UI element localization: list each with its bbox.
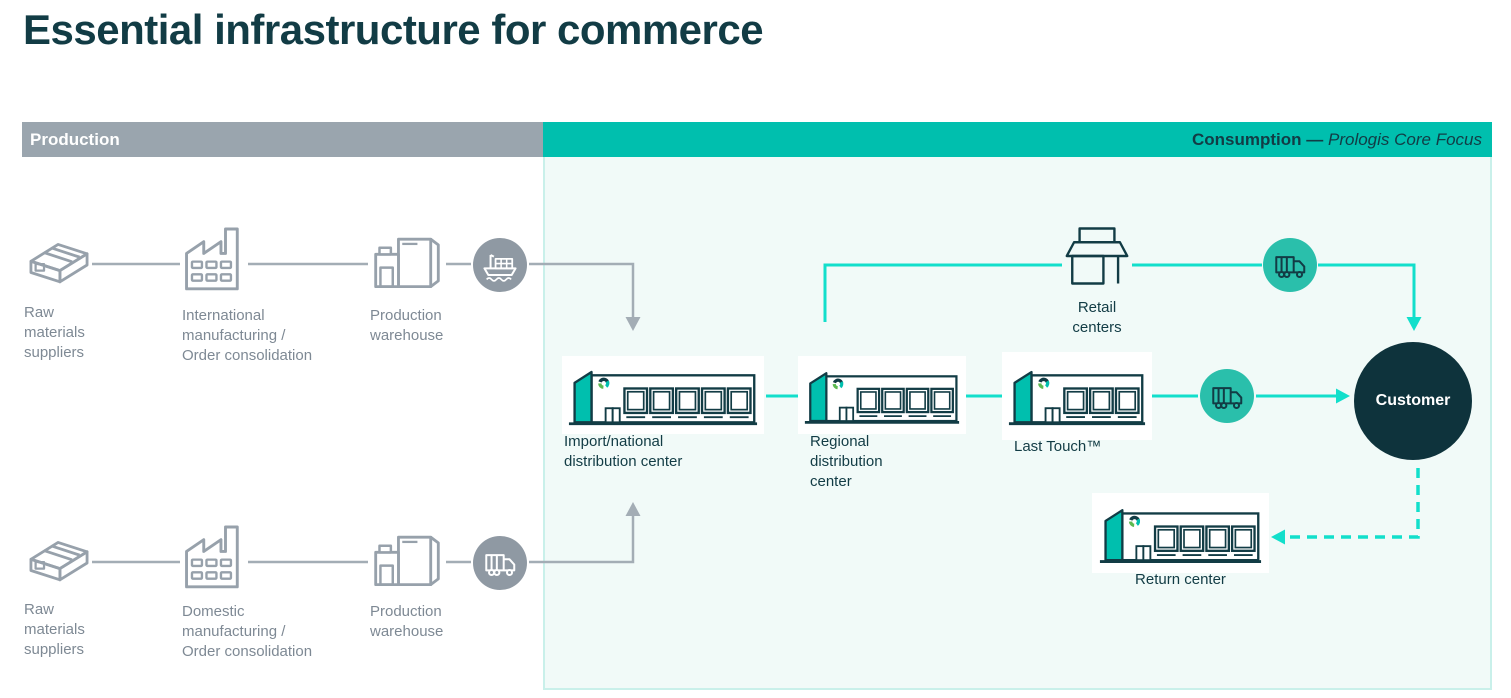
consumption-band-label: Consumption — Prologis Core Focus bbox=[1192, 130, 1492, 150]
production-warehouse-icon bbox=[370, 528, 444, 590]
regional-dc-label: Regional distribution center bbox=[810, 433, 883, 490]
raw-materials-label: Raw materials suppliers bbox=[24, 601, 85, 658]
delivery-truck-icon bbox=[1263, 238, 1317, 292]
last-touch-label: Last Touch™ bbox=[1014, 438, 1102, 455]
customer-node: Customer bbox=[1354, 342, 1472, 460]
regional-distribution-center-icon bbox=[804, 364, 960, 428]
production-band: Production bbox=[22, 122, 543, 157]
factory-icon bbox=[182, 520, 240, 592]
production-warehouse-icon bbox=[370, 230, 444, 292]
international-manufacturing-label: International manufacturing / Order cons… bbox=[182, 307, 313, 364]
domestic-manufacturing-label: Domestic manufacturing / Order consolida… bbox=[182, 603, 313, 660]
import-dc-label: Import/national distribution center bbox=[564, 433, 683, 470]
raw-materials-label: Raw materials suppliers bbox=[24, 304, 85, 361]
page-title: Essential infrastructure for commerce bbox=[23, 6, 764, 53]
production-warehouse-label: Production warehouse bbox=[370, 603, 444, 640]
truck-icon bbox=[473, 536, 527, 590]
production-warehouse-label: Production warehouse bbox=[370, 307, 444, 344]
raw-materials-icon bbox=[24, 236, 94, 294]
delivery-truck-icon bbox=[1200, 369, 1254, 423]
import-distribution-center-icon bbox=[568, 364, 758, 428]
factory-icon bbox=[182, 222, 240, 294]
retail-centers-label: Retail centers bbox=[1072, 299, 1122, 336]
consumption-label-bold: Consumption — bbox=[1192, 129, 1328, 149]
last-touch-building-icon bbox=[1008, 364, 1146, 428]
production-band-label: Production bbox=[30, 129, 120, 149]
ship-icon bbox=[473, 238, 527, 292]
customer-label: Customer bbox=[1375, 392, 1451, 409]
raw-materials-icon bbox=[24, 534, 94, 592]
retail-storefront-icon bbox=[1064, 224, 1130, 288]
return-center-label: Return center bbox=[1135, 571, 1226, 588]
returns-dashed-path bbox=[1288, 468, 1420, 539]
consumption-label-italic: Prologis Core Focus bbox=[1327, 129, 1482, 149]
return-center-building-icon bbox=[1099, 502, 1262, 566]
consumption-band: Consumption — Prologis Core Focus bbox=[543, 122, 1492, 157]
